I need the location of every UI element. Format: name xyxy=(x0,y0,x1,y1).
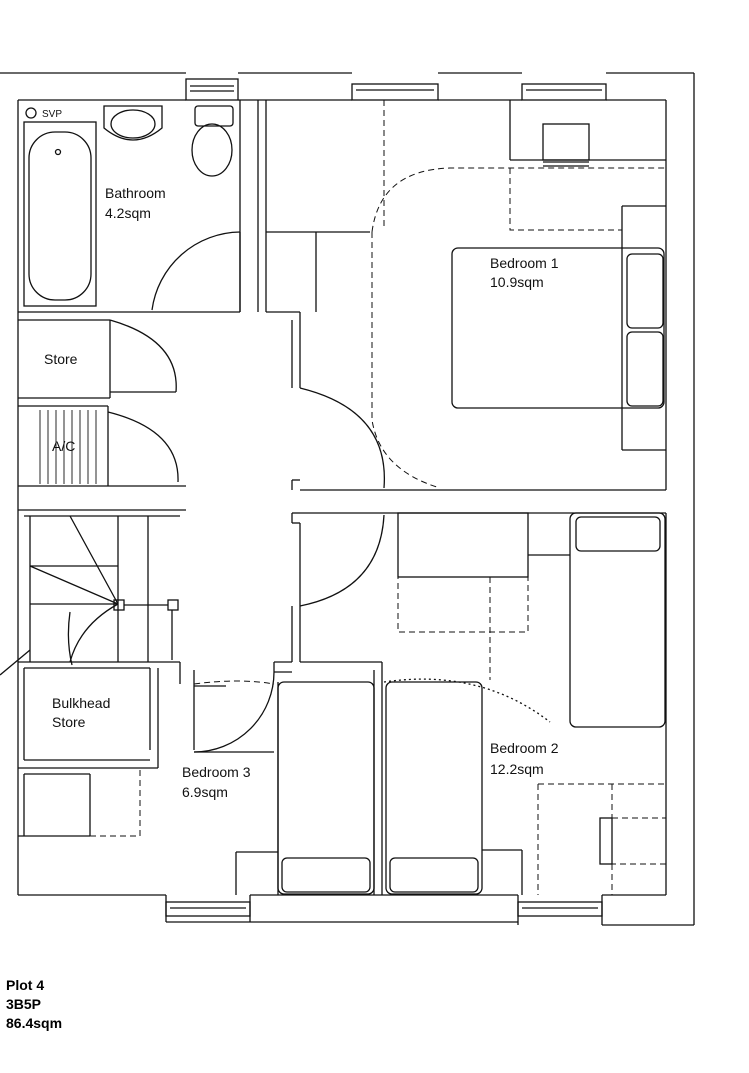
bedroom1-double-bed xyxy=(451,247,665,409)
windows xyxy=(165,78,607,917)
bedroom-3-circulation xyxy=(90,680,275,837)
bedroom2-name: Bedroom 2 xyxy=(490,740,559,756)
bedroom3-name: Bedroom 3 xyxy=(182,764,251,780)
bedroom3-area: 6.9sqm xyxy=(182,784,228,800)
plot-number: Plot 4 xyxy=(6,977,44,993)
bathroom-door-swing xyxy=(151,231,241,311)
toilet xyxy=(194,105,234,127)
bedroom-1-circulation xyxy=(315,100,666,489)
bedroom-3 xyxy=(18,661,375,895)
store-cupboards xyxy=(18,319,186,487)
staircase xyxy=(0,509,186,676)
bedroom2-door-swing xyxy=(299,514,385,607)
bathtub xyxy=(23,121,97,307)
plot-type: 3B5P xyxy=(6,996,41,1012)
svp-label: SVP xyxy=(42,109,62,120)
svp-pipe-icon xyxy=(25,107,37,119)
plot-area: 86.4sqm xyxy=(6,1015,62,1031)
basin xyxy=(103,105,163,141)
store-door-swing xyxy=(109,319,177,393)
bedroom-2-circulation xyxy=(299,513,667,895)
bathroom-name: Bathroom xyxy=(105,185,166,201)
bedroom2-bunk-bed xyxy=(385,681,483,895)
bathroom-area: 4.2sqm xyxy=(105,205,151,221)
bathroom xyxy=(18,100,259,313)
bedroom-1 xyxy=(265,100,666,491)
bulkhead-name-line2: Store xyxy=(52,714,86,730)
outer-walls xyxy=(0,72,695,926)
store-name: Store xyxy=(44,351,78,367)
bedroom3-bunk-bed xyxy=(277,681,375,895)
bulkhead-name-line1: Bulkhead xyxy=(52,695,110,711)
ac-door-swing xyxy=(107,411,179,483)
bedroom1-name: Bedroom 1 xyxy=(490,255,559,271)
bedroom2-single-bed xyxy=(569,512,666,728)
bedroom1-area: 10.9sqm xyxy=(490,274,544,290)
bedroom2-area: 12.2sqm xyxy=(490,761,544,777)
bedroom1-door-swing xyxy=(299,387,386,489)
bedroom-2 xyxy=(291,512,666,895)
ac-name: A/C xyxy=(52,438,75,454)
bedroom3-door-swing xyxy=(193,671,275,753)
bulkhead-store xyxy=(18,661,195,769)
